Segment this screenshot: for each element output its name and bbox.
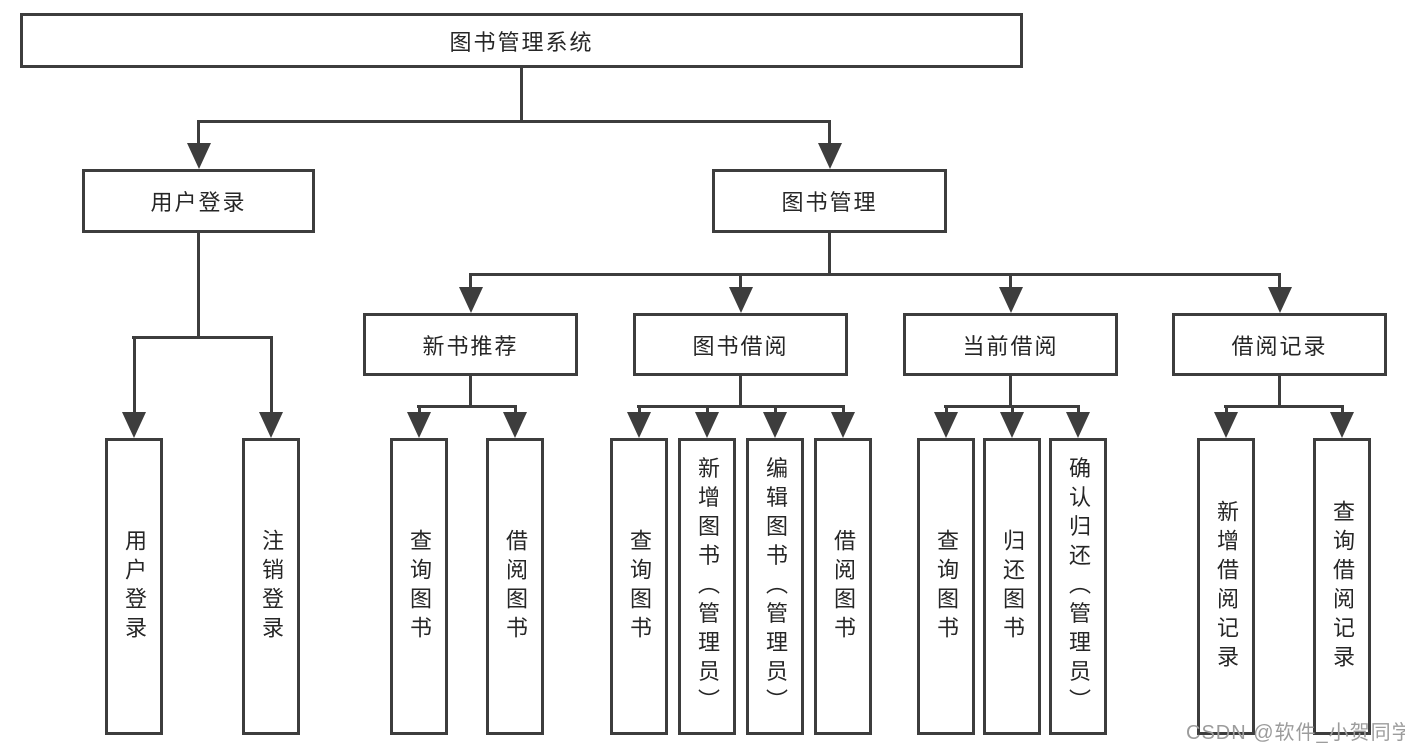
connector-line	[842, 405, 845, 414]
node-label: 用户登录	[150, 190, 247, 215]
node-label: 编辑图书（管理员）	[763, 456, 788, 717]
connector-line	[1341, 405, 1344, 414]
connector-line	[469, 376, 472, 407]
connector-line	[739, 276, 742, 289]
connector-arrowhead	[818, 143, 842, 169]
connector-arrowhead	[122, 412, 146, 438]
node-new-book-recommendation: 新书推荐	[363, 313, 578, 376]
connector-arrowhead	[1214, 412, 1238, 438]
node-edit-books-admin: 编辑图书（管理员）	[746, 438, 804, 735]
connector-arrowhead	[407, 412, 431, 438]
node-query-books-recommend: 查询图书	[390, 438, 448, 735]
connector-line	[637, 405, 845, 408]
connector-line	[828, 123, 831, 145]
connector-line	[133, 339, 136, 414]
connector-line	[1224, 405, 1344, 408]
connector-arrowhead	[503, 412, 527, 438]
connector-arrowhead	[831, 412, 855, 438]
node-current-borrowing: 当前借阅	[903, 313, 1118, 376]
node-query-books-current: 查询图书	[917, 438, 975, 735]
node-add-books-admin: 新增图书（管理员）	[678, 438, 736, 735]
connector-line	[739, 376, 742, 407]
connector-line	[828, 233, 831, 276]
connector-line	[197, 123, 200, 145]
connector-line	[1011, 405, 1014, 414]
node-label: 当前借阅	[962, 333, 1059, 359]
connector-line	[1009, 376, 1012, 407]
connector-line	[270, 339, 273, 414]
connector-line	[1077, 405, 1080, 414]
node-label: 图书借阅	[692, 333, 789, 359]
node-book-management: 图书管理	[712, 169, 947, 233]
connector-line	[1225, 405, 1228, 414]
connector-line	[1278, 276, 1281, 289]
connector-arrowhead	[1000, 412, 1024, 438]
connector-arrowhead	[459, 287, 483, 313]
node-add-borrow-record: 新增借阅记录	[1197, 438, 1255, 735]
node-label: 新增图书（管理员）	[695, 456, 720, 717]
node-library-system: 图书管理系统	[20, 13, 1023, 68]
node-label: 新书推荐	[422, 333, 519, 359]
connector-line	[1278, 376, 1281, 407]
node-label: 图书管理	[781, 190, 878, 215]
node-query-borrow-record: 查询借阅记录	[1313, 438, 1371, 735]
node-user-login-action: 用户登录	[105, 438, 163, 735]
connector-arrowhead	[934, 412, 958, 438]
connector-line	[197, 120, 831, 123]
connector-arrowhead	[695, 412, 719, 438]
node-logout-action: 注销登录	[242, 438, 300, 735]
connector-line	[197, 233, 200, 339]
node-borrow-books-recommend: 借阅图书	[486, 438, 544, 735]
connector-line	[638, 405, 641, 414]
node-confirm-return-admin: 确认归还（管理员）	[1049, 438, 1107, 735]
connector-line	[774, 405, 777, 414]
connector-line	[418, 405, 421, 414]
connector-line	[132, 336, 273, 339]
connector-line	[1009, 276, 1012, 289]
connector-arrowhead	[999, 287, 1023, 313]
node-label: 借阅图书	[831, 528, 856, 645]
connector-line	[706, 405, 709, 414]
node-label: 借阅图书	[503, 528, 528, 645]
node-label: 查询借阅记录	[1330, 499, 1355, 674]
node-label: 查询图书	[407, 528, 432, 645]
node-label: 注销登录	[259, 528, 284, 645]
connector-line	[469, 273, 1281, 276]
connector-line	[945, 405, 948, 414]
node-query-books-borrow: 查询图书	[610, 438, 668, 735]
node-label: 新增借阅记录	[1214, 499, 1239, 674]
connector-arrowhead	[1066, 412, 1090, 438]
node-borrowing-records: 借阅记录	[1172, 313, 1387, 376]
connector-arrowhead	[729, 287, 753, 313]
node-label: 借阅记录	[1231, 333, 1328, 359]
connector-line	[469, 276, 472, 289]
connector-arrowhead	[1330, 412, 1354, 438]
csdn-watermark: CSDN @软件_小贺同学	[1186, 722, 1405, 744]
node-label: 查询图书	[627, 528, 652, 645]
node-return-books: 归还图书	[983, 438, 1041, 735]
node-label: 用户登录	[122, 528, 147, 645]
node-label: 归还图书	[1000, 528, 1025, 645]
connector-line	[514, 405, 517, 414]
node-user-login: 用户登录	[82, 169, 315, 233]
connector-arrowhead	[763, 412, 787, 438]
connector-arrowhead	[259, 412, 283, 438]
node-borrow-books: 借阅图书	[814, 438, 872, 735]
node-book-borrowing: 图书借阅	[633, 313, 848, 376]
connector-line	[417, 405, 517, 408]
node-label: 查询图书	[934, 528, 959, 645]
connector-arrowhead	[1268, 287, 1292, 313]
connector-line	[520, 68, 523, 123]
connector-arrowhead	[187, 143, 211, 169]
connector-arrowhead	[627, 412, 651, 438]
node-label: 确认归还（管理员）	[1066, 456, 1091, 717]
node-label: 图书管理系统	[449, 29, 594, 55]
